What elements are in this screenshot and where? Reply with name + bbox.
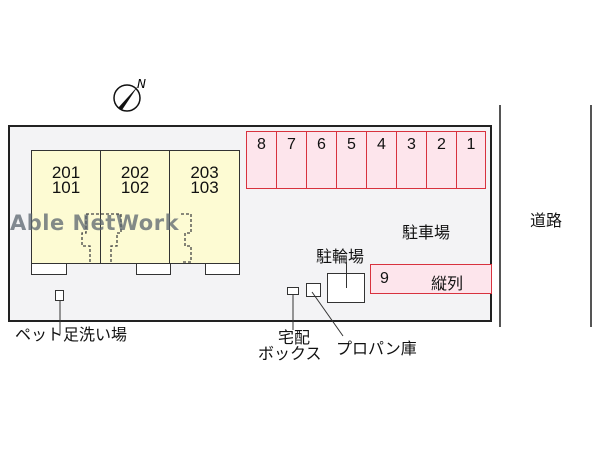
- propane-storage: [306, 283, 321, 297]
- porch-102: [136, 263, 171, 275]
- parking-space-3: 3: [396, 131, 427, 189]
- compass-label: N: [137, 77, 146, 91]
- pet-foot-wash: [55, 290, 64, 301]
- watermark: Able NetWork: [10, 211, 180, 235]
- parking-9-note: 縦列: [431, 276, 464, 293]
- parking-space-8: 8: [246, 131, 277, 189]
- road-label: 道路: [530, 211, 563, 230]
- north-arrow-icon: N: [110, 76, 150, 116]
- delivery-box-label-line2: ボックス: [258, 344, 322, 363]
- parking-space-2: 2: [426, 131, 457, 189]
- parking-space-5: 5: [336, 131, 367, 189]
- porch-103: [205, 263, 240, 275]
- parking-space-1: 1: [456, 131, 486, 189]
- delivery-box: [287, 287, 299, 295]
- parking-space-9: 9 縦列: [370, 264, 492, 294]
- bicycle-parking-label: 駐輪場: [316, 247, 365, 266]
- bicycle-leader-line: [346, 262, 347, 288]
- unit-203-103: 203 103: [169, 150, 240, 264]
- delivery-box-label-line1: 宅配: [278, 328, 311, 347]
- parking-space-6: 6: [306, 131, 337, 189]
- pet-foot-wash-label: ペット足洗い場: [15, 325, 128, 344]
- parking-space-4: 4: [366, 131, 397, 189]
- unit-label: 203 103: [190, 163, 219, 197]
- unit-201-101: 201 101: [31, 150, 101, 264]
- unit-label: 201 101: [51, 163, 81, 197]
- porch-101: [31, 263, 67, 275]
- parking-label: 駐車場: [402, 223, 451, 242]
- unit-label: 202 102: [120, 163, 150, 197]
- parking-space-7: 7: [276, 131, 307, 189]
- parking-9-number: 9: [380, 270, 389, 287]
- propane-label: プロパン庫: [336, 339, 417, 358]
- road-edge-right: [590, 105, 592, 327]
- road-edge-left: [499, 105, 501, 327]
- unit-202-102: 202 102: [100, 150, 170, 264]
